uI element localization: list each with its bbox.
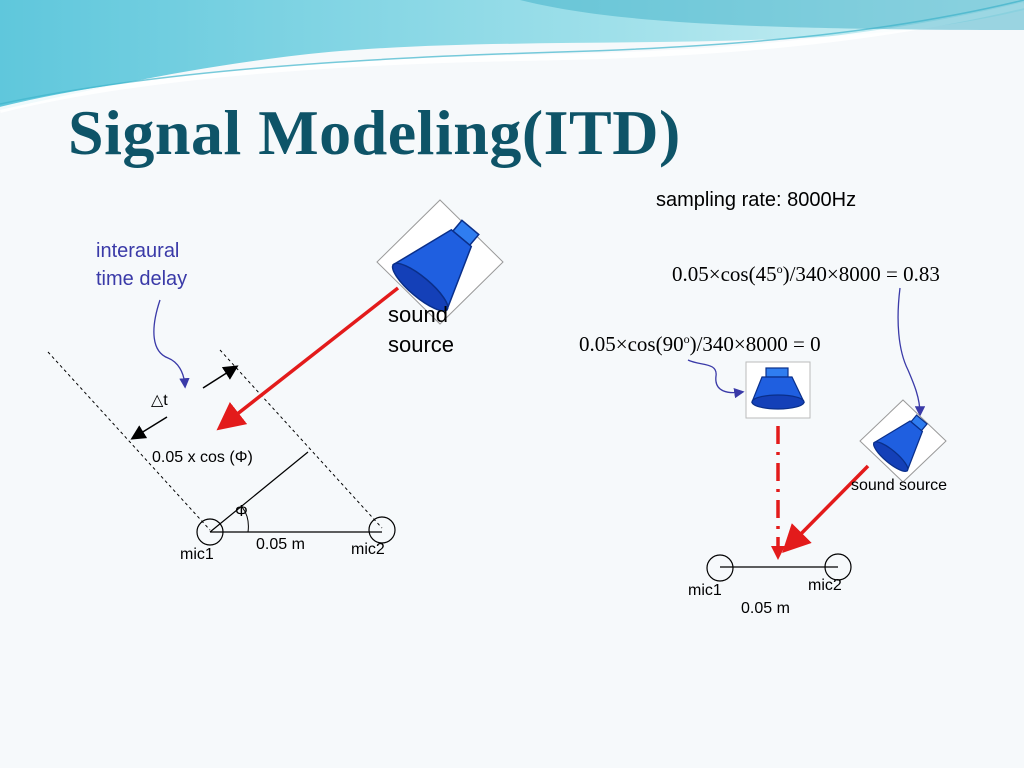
delta-t-arrow-left	[130, 416, 168, 440]
annotation-line-2: time delay	[96, 268, 188, 290]
page-title: Signal Modeling(ITD)	[68, 97, 681, 168]
distance-label: 0.05 x cos (Φ)	[152, 449, 253, 466]
right-mic2-label: mic2	[808, 577, 842, 594]
wavefront-line-2	[219, 349, 383, 529]
right-mic1-icon	[706, 554, 734, 582]
wave-header	[0, 0, 1024, 113]
path-difference-line	[209, 451, 309, 533]
mic2-label: mic2	[351, 541, 385, 558]
annotation-pointer	[153, 299, 190, 389]
spacing-label: 0.05 m	[256, 536, 305, 553]
formula-45: 0.05×cos(45o)/340×8000 = 0.83	[672, 262, 940, 286]
mic1-icon	[196, 518, 224, 546]
right-mic1-label: mic1	[688, 582, 722, 599]
wavefront-line-1	[47, 351, 211, 531]
source-label-line-1: sound	[388, 302, 448, 327]
right-source-label: sound source	[851, 477, 948, 494]
source-arrow	[216, 286, 400, 431]
formula-45-pointer	[897, 287, 926, 417]
mic1-label: mic1	[180, 546, 214, 563]
angle-label: Φ	[235, 503, 248, 520]
sampling-rate-label: sampling rate: 8000Hz	[656, 189, 857, 211]
source-label-line-2: source	[388, 332, 455, 357]
annotation-line-1: interaural	[96, 240, 180, 262]
right-spacing-label: 0.05 m	[741, 600, 790, 617]
speaker-upright-icon	[745, 361, 811, 419]
delta-t-arrow-right	[202, 365, 239, 389]
angled-source-arrow	[782, 464, 870, 553]
delta-t-label: △t	[151, 392, 168, 409]
formula-90: 0.05×cos(90o)/340×8000 = 0	[579, 332, 821, 356]
vertical-arrow-head	[771, 546, 785, 560]
mic2-icon	[368, 516, 396, 544]
formula-90-pointer	[687, 359, 745, 399]
speaker-angled-icon	[859, 399, 947, 483]
angle-arc	[241, 506, 249, 533]
right-mic2-icon	[824, 553, 852, 581]
speaker-icon	[376, 199, 504, 325]
